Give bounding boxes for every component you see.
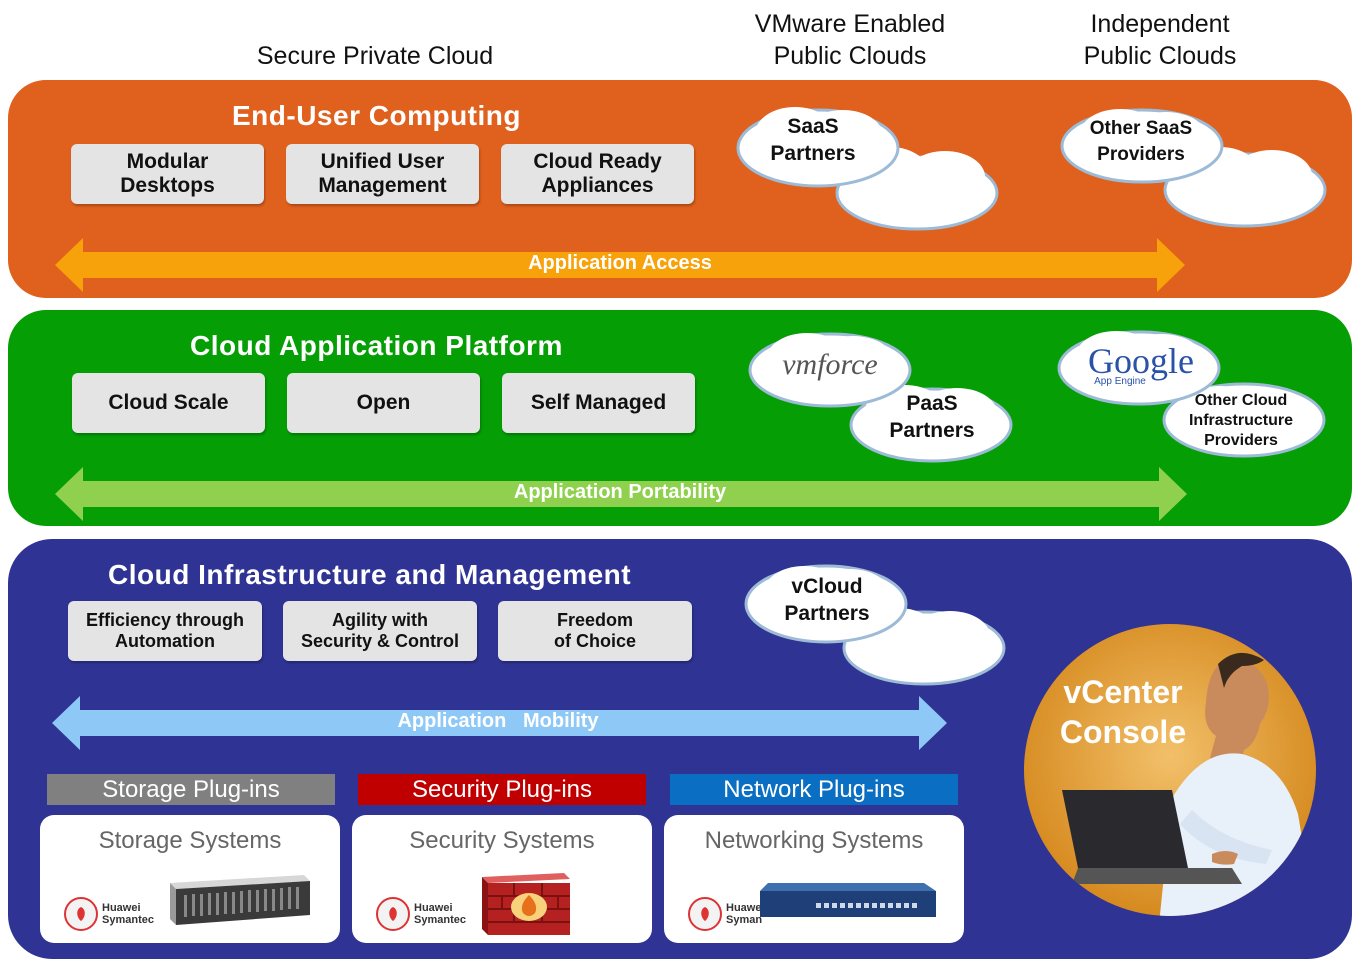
box-freedom-of-choice: Freedom of Choice <box>498 601 692 661</box>
cloud-icon-infra-back <box>1162 382 1326 458</box>
app-engine-label: App Engine <box>1094 376 1146 387</box>
cloud-label-vcloud-partners: vCloud Partners <box>784 575 870 625</box>
cloud-label-saas-partners: SaaS Partners <box>770 115 856 165</box>
cloud-label-other-cloud-infrastructure: Other Cloud Infrastructure Providers <box>1188 392 1294 449</box>
vendor-huawei-symantec: Huawe Syman <box>688 897 784 931</box>
storage-systems-panel: Storage Systems Huawei Symantec <box>40 815 340 943</box>
cloud-label-paas-partners: PaaS Partners <box>889 392 975 442</box>
box-agility-with-security: Agility with Security & Control <box>283 601 477 661</box>
cloud-icon-other-saas-back <box>1163 147 1327 228</box>
cloud-icon-vcloud-front <box>744 564 908 644</box>
box-modular-desktops: Modular Desktops <box>71 144 264 204</box>
firewall-icon <box>482 873 570 935</box>
box-cloud-scale: Cloud Scale <box>72 373 265 433</box>
vmforce-logo: vmforce <box>782 348 878 381</box>
box-efficiency-through-automation: Efficiency through Automation <box>68 601 262 661</box>
cloud-label-other-saas-providers: Other SaaS Providers <box>1089 118 1193 165</box>
header-independent-public-clouds: Independent Public Clouds <box>1083 10 1237 70</box>
huawei-symantec-logo-icon <box>64 897 98 931</box>
huawei-symantec-logo-icon <box>376 897 410 931</box>
vcenter-console-label: vCenter Console <box>1059 674 1187 750</box>
cloud-icon-saas-front <box>736 107 900 188</box>
band-title-end-user-computing: End-User Computing <box>232 100 521 131</box>
vcenter-console-image <box>1024 624 1316 916</box>
storage-array-icon <box>170 875 310 925</box>
vendor-name: Huawei Symantec <box>102 902 154 926</box>
header-vmware-public-clouds: VMware Enabled Public Clouds <box>754 10 946 70</box>
band-title-cloud-infrastructure-management: Cloud Infrastructure and Management <box>108 559 632 590</box>
arrow-application-access <box>55 238 1185 292</box>
box-self-managed: Self Managed <box>502 373 695 433</box>
storage-plugins-bar: Storage Plug-ins <box>47 774 335 805</box>
networking-systems-title: Networking Systems <box>704 827 924 854</box>
box-open: Open <box>287 373 480 433</box>
cloud-icon-google <box>1057 330 1221 406</box>
band-title-cloud-application-platform: Cloud Application Platform <box>190 330 563 361</box>
network-plugins-bar: Network Plug-ins <box>670 774 958 805</box>
cloud-icon-paas-back <box>849 385 1013 463</box>
header-secure-private-cloud: Secure Private Cloud <box>256 42 494 70</box>
cloud-icon-other-saas-front <box>1060 108 1224 184</box>
vendor-huawei-symantec: Huawei Symantec <box>64 897 160 931</box>
box-unified-user-management: Unified User Management <box>286 144 479 204</box>
security-plugins-bar: Security Plug-ins <box>358 774 646 805</box>
vendor-huawei-symantec: Huawei Symantec <box>376 897 472 931</box>
vendor-name: Huawe Syman <box>726 902 763 926</box>
arrow-application-mobility <box>52 696 947 750</box>
storage-systems-title: Storage Systems <box>98 827 282 854</box>
vendor-name: Huawei Symantec <box>414 902 466 926</box>
cloud-icon-vmforce <box>748 332 912 408</box>
google-logo: Google <box>1088 341 1194 381</box>
security-systems-title: Security Systems <box>409 827 595 854</box>
networking-systems-panel: Networking Systems Huawe Syman <box>664 815 964 943</box>
box-cloud-ready-appliances: Cloud Ready Appliances <box>501 144 694 204</box>
network-switch-icon <box>760 883 936 917</box>
arrow-application-portability <box>55 467 1187 521</box>
security-systems-panel: Security Systems Huawei Symantec <box>352 815 652 943</box>
arrow-label-application-mobility: Application Mobility <box>397 710 599 732</box>
arrow-label-application-portability: Application Portability <box>513 481 727 503</box>
huawei-symantec-logo-icon <box>688 897 722 931</box>
arrow-label-application-access: Application Access <box>528 252 712 274</box>
